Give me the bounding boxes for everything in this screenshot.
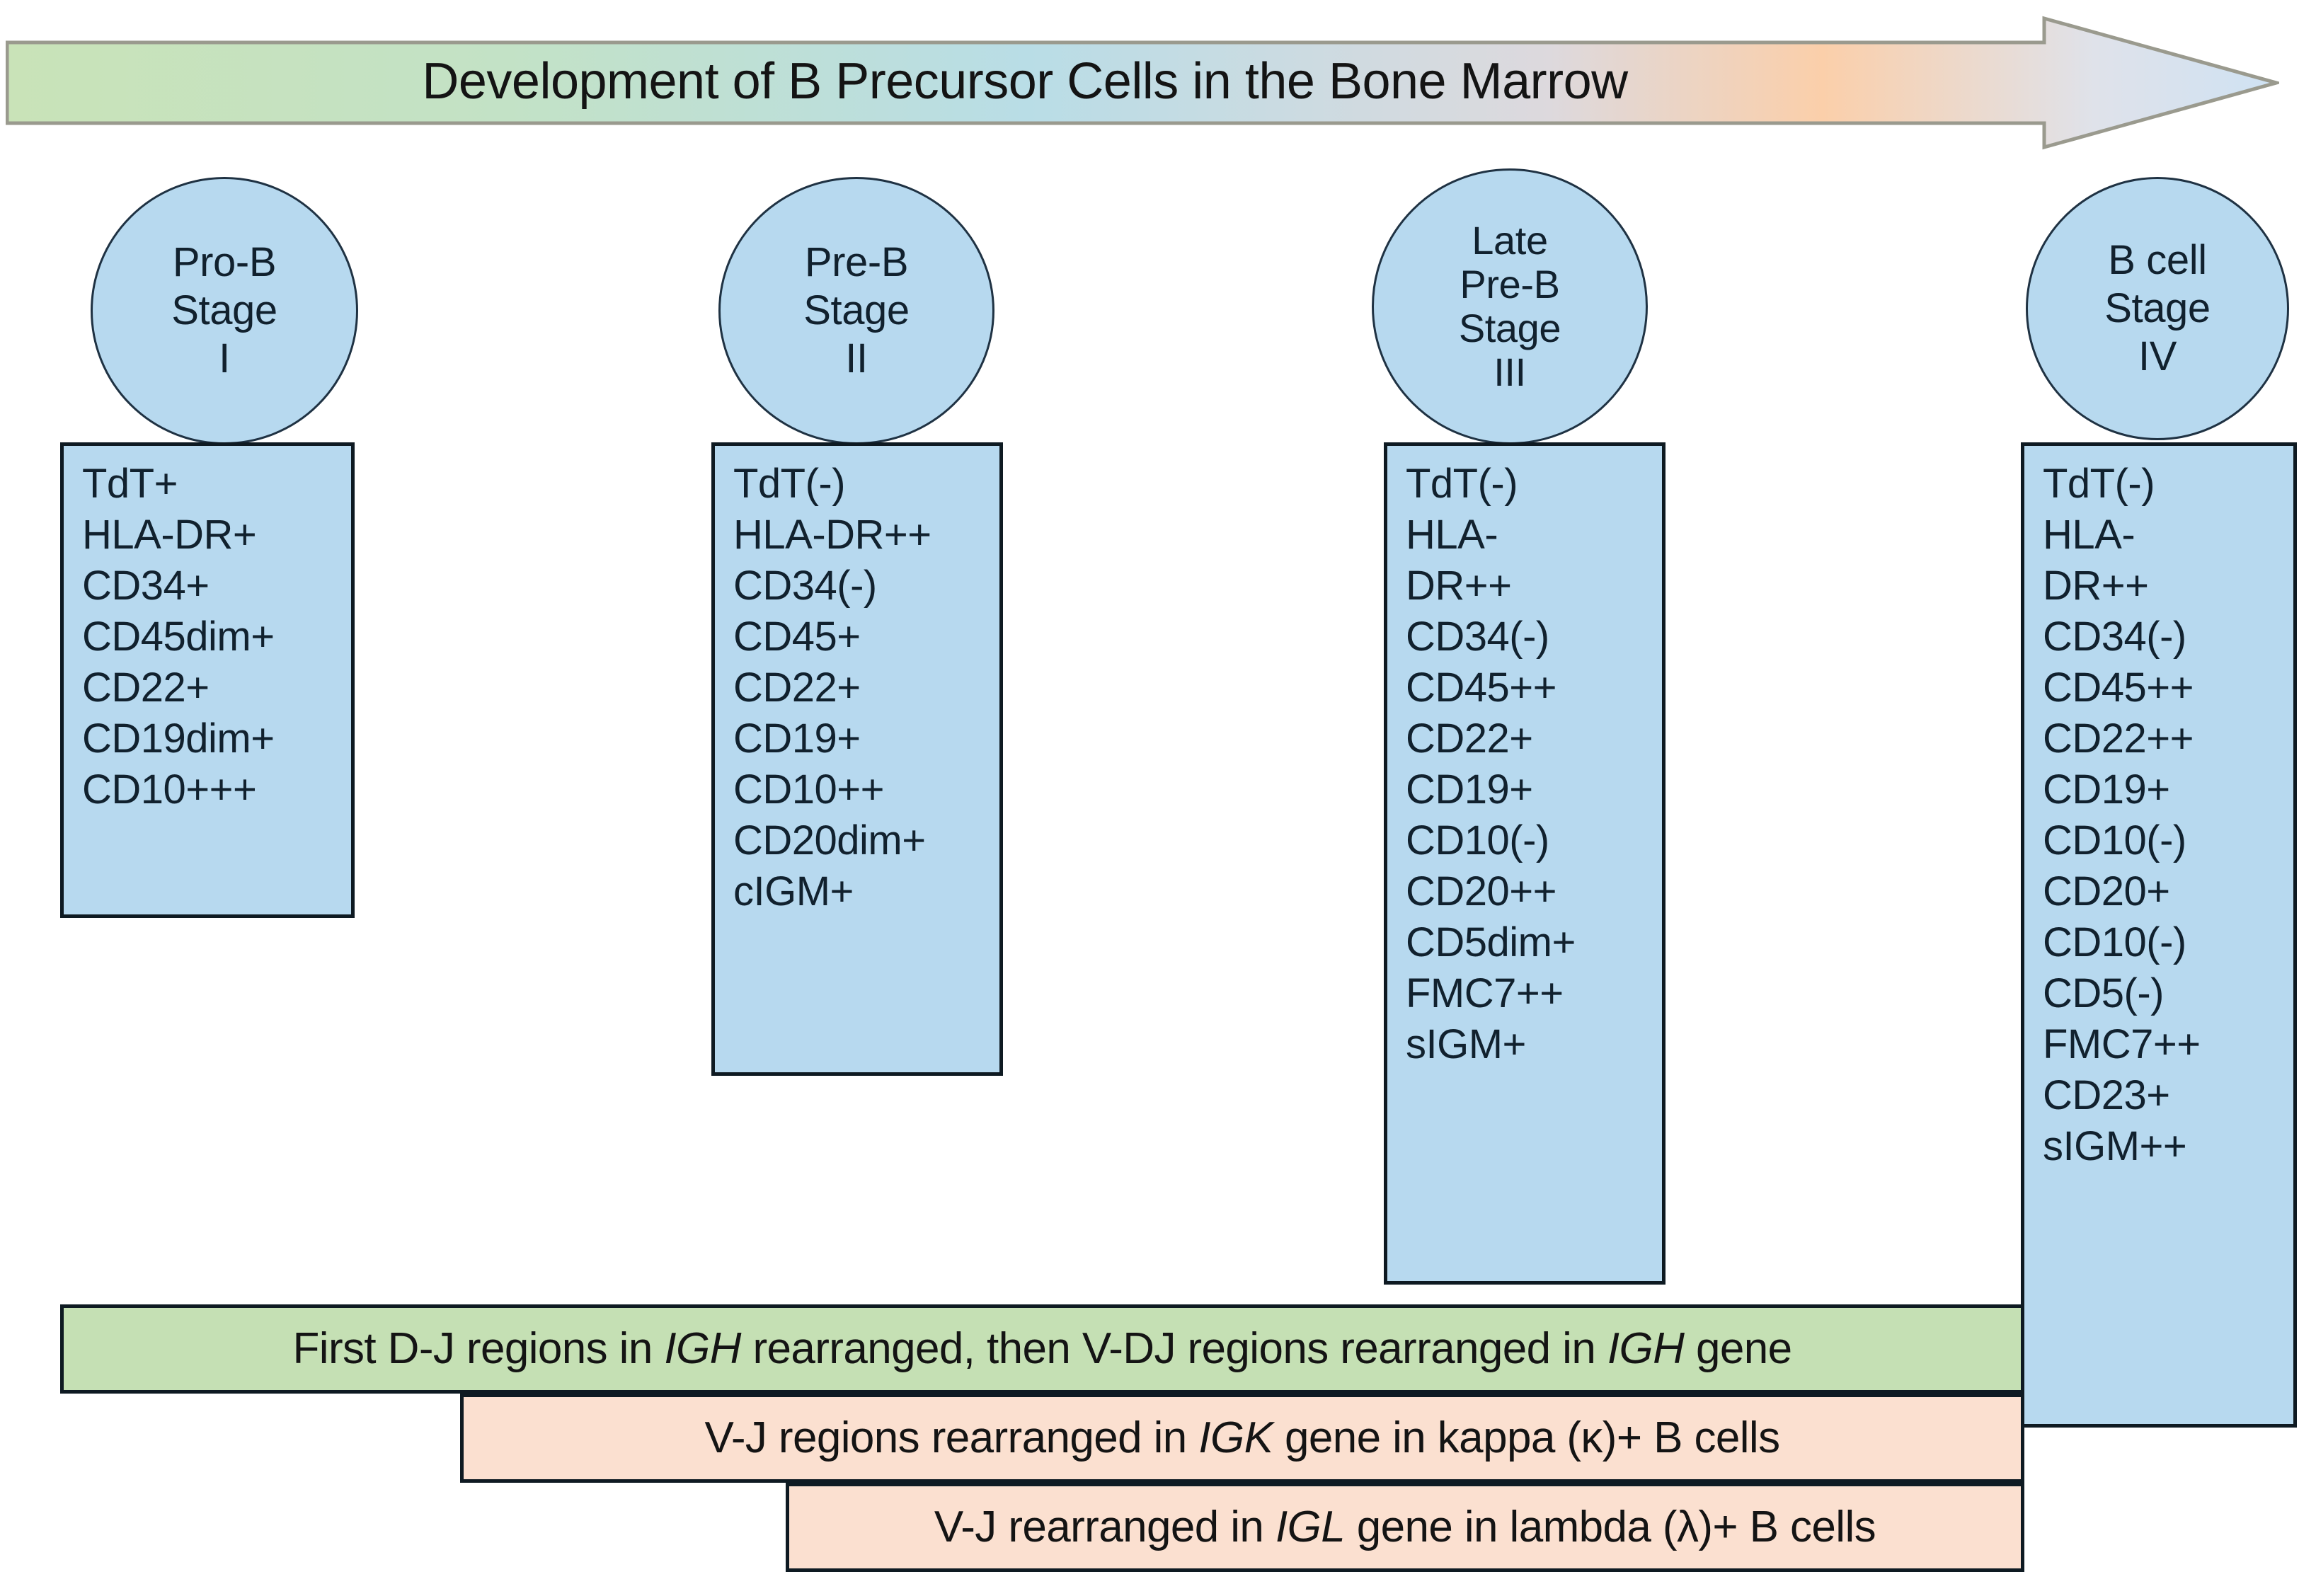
marker-box-b-cell[interactable]: TdT(-) HLA- DR++ CD34(-) CD45++ CD22++ C… xyxy=(2021,442,2297,1428)
stage-circle-line: III xyxy=(1494,350,1526,394)
marker-item: CD34+ xyxy=(82,563,210,609)
gene-name: IGL xyxy=(1275,1503,1346,1551)
marker-item: DR++ xyxy=(2043,563,2149,609)
right-arrow-shape xyxy=(6,16,2279,150)
gene-bar-segment: V-J rearranged in xyxy=(934,1503,1275,1551)
stage-circle-line: Pre-B xyxy=(804,239,909,285)
marker-item: TdT(-) xyxy=(1406,461,1518,507)
marker-item: HLA- xyxy=(2043,512,2135,558)
gene-bar-segment: gene in kappa (κ)+ B cells xyxy=(1273,1413,1780,1462)
marker-item: HLA-DR+ xyxy=(82,512,257,558)
gene-name: IGH xyxy=(1607,1324,1685,1373)
marker-item: CD45++ xyxy=(1406,665,1557,711)
marker-box-pre-b[interactable]: TdT(-) HLA-DR++ CD34(-) CD45+ CD22+ CD19… xyxy=(711,442,1003,1076)
marker-item: CD34(-) xyxy=(733,563,877,609)
stage-circle-line: B cell xyxy=(2108,237,2207,283)
stage-circle-pre-b[interactable]: Pre-B Stage II xyxy=(718,177,994,444)
gene-bar-segment: rearranged, then V-DJ regions rearranged… xyxy=(740,1324,1607,1373)
stage-circle-late-pre-b[interactable]: Late Pre-B Stage III xyxy=(1372,168,1648,444)
marker-item: FMC7++ xyxy=(2043,1021,2201,1067)
marker-item: sIGM++ xyxy=(2043,1123,2187,1169)
marker-item: CD34(-) xyxy=(1406,614,1549,660)
marker-item: TdT+ xyxy=(82,461,178,507)
marker-box-pro-b[interactable]: TdT+ HLA-DR+ CD34+ CD45dim+ CD22+ CD19di… xyxy=(60,442,355,918)
stage-circle-line: Stage xyxy=(2104,285,2211,331)
gene-bar-igk[interactable]: V-J regions rearranged in IGK gene in ka… xyxy=(460,1394,2024,1483)
gene-bar-text: First D-J regions in IGH rearranged, the… xyxy=(292,1323,1793,1375)
stage-circle-line: Late xyxy=(1472,218,1548,263)
stage-circle-b-cell[interactable]: B cell Stage IV xyxy=(2026,177,2289,440)
marker-item: CD10(-) xyxy=(1406,817,1549,863)
marker-item: CD19+ xyxy=(2043,767,2170,813)
gene-bar-text: V-J regions rearranged in IGK gene in ka… xyxy=(704,1412,1781,1464)
stage-circle-line: Pre-B xyxy=(1460,262,1560,306)
marker-item: sIGM+ xyxy=(1406,1021,1526,1067)
marker-item: cIGM+ xyxy=(733,868,854,914)
stage-circle-line: IV xyxy=(2138,333,2177,379)
marker-item: CD22+ xyxy=(82,665,210,711)
marker-item: CD10(-) xyxy=(2043,919,2186,965)
marker-item: CD23+ xyxy=(2043,1072,2170,1118)
gene-bar-segment: V-J regions rearranged in xyxy=(704,1413,1199,1462)
stage-circle-line: Stage xyxy=(803,287,910,333)
marker-item: CD5dim+ xyxy=(1406,919,1576,965)
marker-item: CD45dim+ xyxy=(82,614,275,660)
marker-item: CD10++ xyxy=(733,767,885,813)
gene-bar-segment: First D-J regions in xyxy=(292,1324,665,1373)
stage-circle-line: Pro-B xyxy=(172,239,277,285)
gene-bar-igh[interactable]: First D-J regions in IGH rearranged, the… xyxy=(60,1304,2024,1394)
marker-item: DR++ xyxy=(1406,563,1512,609)
stage-circle-pro-b[interactable]: Pro-B Stage I xyxy=(91,177,358,444)
marker-item: CD34(-) xyxy=(2043,614,2186,660)
gene-bar-segment: gene xyxy=(1684,1324,1792,1373)
marker-item: CD19dim+ xyxy=(82,716,275,762)
banner-title: Development of B Precursor Cells in the … xyxy=(422,53,1628,110)
marker-item: CD20dim+ xyxy=(733,817,926,863)
gene-bar-segment: gene in lambda (λ)+ B cells xyxy=(1345,1503,1876,1551)
marker-item: CD45+ xyxy=(733,614,861,660)
marker-item: CD22+ xyxy=(733,665,861,711)
marker-item: CD10+++ xyxy=(82,767,257,813)
marker-item: HLA-DR++ xyxy=(733,512,931,558)
marker-item: CD45++ xyxy=(2043,665,2194,711)
stage-circle-line: Stage xyxy=(1458,306,1561,350)
marker-item: CD19+ xyxy=(1406,767,1533,813)
marker-item: HLA- xyxy=(1406,512,1498,558)
marker-box-late-pre-b[interactable]: TdT(-) HLA- DR++ CD34(-) CD45++ CD22+ CD… xyxy=(1384,442,1666,1285)
gene-name: IGH xyxy=(664,1324,741,1373)
marker-item: CD10(-) xyxy=(2043,817,2186,863)
gene-bar-igl[interactable]: V-J rearranged in IGL gene in lambda (λ)… xyxy=(786,1483,2024,1572)
marker-item: TdT(-) xyxy=(733,461,846,507)
marker-item: CD20+ xyxy=(2043,868,2170,914)
gene-name: IGK xyxy=(1198,1413,1273,1462)
marker-item: FMC7++ xyxy=(1406,970,1564,1016)
marker-item: CD20++ xyxy=(1406,868,1557,914)
stage-circle-line: I xyxy=(219,335,230,381)
marker-item: CD22+ xyxy=(1406,716,1533,762)
marker-item: CD5(-) xyxy=(2043,970,2164,1016)
development-arrow-banner: Development of B Precursor Cells in the … xyxy=(6,16,2279,150)
marker-item: TdT(-) xyxy=(2043,461,2155,507)
stage-circle-line: II xyxy=(845,335,868,381)
marker-item: CD19+ xyxy=(733,716,861,762)
gene-bar-text: V-J rearranged in IGL gene in lambda (λ)… xyxy=(934,1501,1876,1554)
marker-item: CD22++ xyxy=(2043,716,2194,762)
stage-circle-line: Stage xyxy=(171,287,277,333)
